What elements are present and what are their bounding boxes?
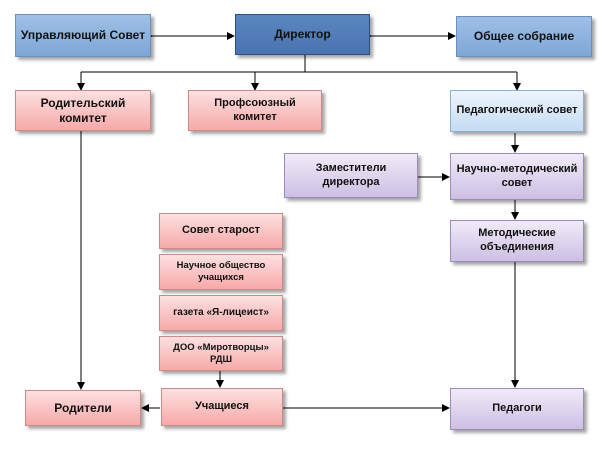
node-label: Директор bbox=[274, 27, 331, 41]
node-label: Родительский комитет bbox=[40, 95, 126, 125]
node-general-meeting: Общее собрание bbox=[456, 16, 592, 57]
node-label: Педагоги bbox=[492, 402, 542, 415]
node-governing-council: Управляющий Совет bbox=[15, 14, 151, 57]
node-scientific-council: Научно-методический совет bbox=[450, 153, 584, 200]
node-label: Методические объединения bbox=[478, 227, 556, 253]
node-council-of-elders: Совет старост bbox=[159, 213, 283, 249]
node-teachers: Педагоги bbox=[450, 388, 584, 430]
node-label: Общее собрание bbox=[473, 29, 575, 43]
node-students: Учащиеся bbox=[161, 388, 283, 426]
node-parent-committee: Родительский комитет bbox=[15, 90, 151, 131]
node-doo: ДОО «Миротворцы» РДШ bbox=[159, 336, 283, 371]
node-newspaper: газета «Я-лицеист» bbox=[159, 295, 283, 331]
node-director: Директор bbox=[235, 14, 370, 55]
node-label: Педагогический совет bbox=[456, 104, 578, 117]
node-parents: Родители bbox=[25, 390, 141, 426]
node-label: ДОО «Миротворцы» РДШ bbox=[173, 341, 269, 365]
node-label: Научно-методический совет bbox=[456, 162, 578, 189]
node-label: Учащиеся bbox=[195, 400, 249, 413]
node-label: Профсоюзный комитет bbox=[214, 96, 296, 123]
node-label: Совет старост bbox=[181, 224, 261, 237]
node-label: Заместители директора bbox=[315, 161, 387, 188]
node-label: Родители bbox=[54, 400, 112, 415]
node-label: Научное общество учащихся bbox=[176, 260, 266, 283]
node-deputy-directors: Заместители директора bbox=[284, 153, 418, 198]
node-student-society: Научное общество учащихся bbox=[159, 254, 283, 290]
node-label: газета «Я-лицеист» bbox=[173, 306, 269, 318]
node-label: Управляющий Совет bbox=[20, 28, 146, 42]
node-pedagogical-council: Педагогический совет bbox=[450, 90, 584, 132]
node-method-associations: Методические объединения bbox=[450, 220, 584, 262]
node-union-committee: Профсоюзный комитет bbox=[188, 90, 322, 131]
